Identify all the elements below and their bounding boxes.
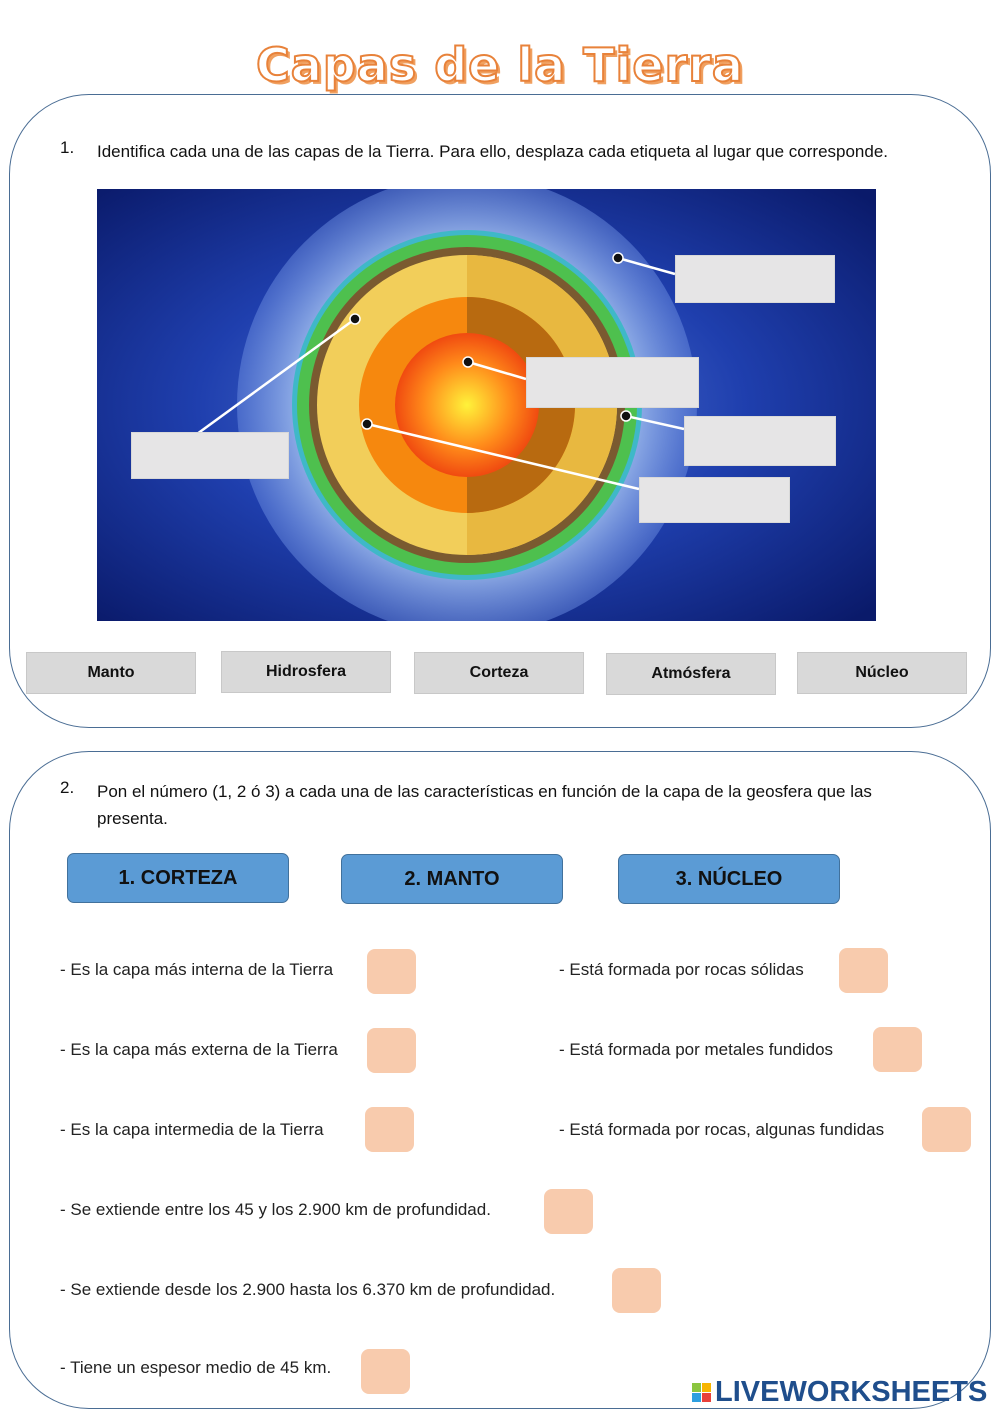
characteristic-item: - Está formada por rocas, algunas fundid… <box>559 1120 885 1139</box>
category-nucleo: 3. NÚCLEO <box>618 854 840 904</box>
answer-input[interactable] <box>873 1027 922 1072</box>
characteristic-item: - Se extiende desde los 2.900 hasta los … <box>60 1280 556 1299</box>
answer-input[interactable] <box>839 948 888 993</box>
logo-text: LIVEWORKSHEETS <box>715 1376 988 1408</box>
draggable-label-manto[interactable]: Manto <box>26 652 196 694</box>
answer-input[interactable] <box>367 949 416 994</box>
drop-zone-hydrosphere[interactable] <box>684 416 836 466</box>
characteristic-item: - Es la capa intermedia de la Tierra <box>60 1120 324 1139</box>
page-title: Capas de la Tierra <box>255 37 744 93</box>
characteristic-item: - Tiene un espesor medio de 45 km. <box>60 1358 332 1377</box>
answer-input[interactable] <box>367 1028 416 1073</box>
characteristic-item: - Es la capa más interna de la Tierra <box>60 960 334 979</box>
answer-input[interactable] <box>365 1107 414 1152</box>
category-manto: 2. MANTO <box>341 854 563 904</box>
answer-input[interactable] <box>361 1349 410 1394</box>
draggable-label-corteza[interactable]: Corteza <box>414 652 584 694</box>
question-number: 2. <box>60 778 75 797</box>
draggable-label-nucleo[interactable]: Núcleo <box>797 652 967 694</box>
answer-input[interactable] <box>612 1268 661 1313</box>
characteristic-item: - Es la capa más externa de la Tierra <box>60 1040 338 1059</box>
answer-input[interactable] <box>922 1107 971 1152</box>
exercise-2-panel <box>9 751 991 1409</box>
drop-zone-mantle[interactable] <box>639 477 790 523</box>
characteristic-item: - Está formada por metales fundidos <box>559 1040 834 1059</box>
inner-core <box>395 333 539 477</box>
logo-blocks-icon <box>692 1383 711 1402</box>
drop-zone-core[interactable] <box>526 357 699 408</box>
exercise-1-panel <box>9 94 991 728</box>
liveworksheets-logo: LIVEWORKSHEETS <box>692 1376 987 1409</box>
question-text: Identifica cada una de las capas de la T… <box>97 142 889 161</box>
drop-zone-crust[interactable] <box>131 432 289 479</box>
earth-layers-diagram <box>97 189 876 621</box>
draggable-label-hidrosfera[interactable]: Hidrosfera <box>221 651 391 693</box>
question-number: 1. <box>60 138 75 157</box>
category-corteza: 1. CORTEZA <box>67 853 289 903</box>
question-text: Pon el número (1, 2 ó 3) a cada una de l… <box>97 782 872 828</box>
answer-input[interactable] <box>544 1189 593 1234</box>
characteristic-item: - Se extiende entre los 45 y los 2.900 k… <box>60 1200 491 1219</box>
draggable-label-atmosfera[interactable]: Atmósfera <box>606 653 776 695</box>
drop-zone-atmosphere[interactable] <box>675 255 835 303</box>
characteristic-item: - Está formada por rocas sólidas <box>559 960 804 979</box>
